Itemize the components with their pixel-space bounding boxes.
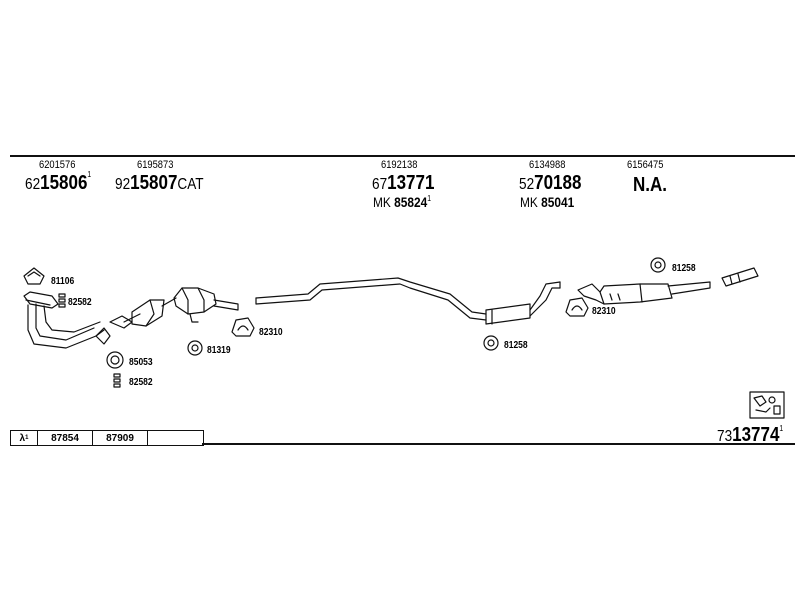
table-cell <box>148 431 203 445</box>
part-number: 5270188 <box>519 172 582 194</box>
table-cell: 87854 <box>38 431 93 445</box>
gasket-icon <box>106 351 124 369</box>
part-label: 81106 <box>51 276 75 287</box>
rear-silencer-icon <box>577 281 711 305</box>
gasket-icon <box>23 267 45 285</box>
stud-icon <box>113 373 121 388</box>
part-label: 82310 <box>259 327 283 338</box>
tail-pipe-icon <box>721 267 759 287</box>
original-number: 6192138 <box>381 159 418 171</box>
table-cell: 87909 <box>93 431 148 445</box>
part-label: 82310 <box>592 306 616 317</box>
original-number: 6201576 <box>39 159 76 171</box>
stud-icon <box>58 293 66 308</box>
original-number: 6195873 <box>137 159 174 171</box>
not-available-label: N.A. <box>633 174 667 196</box>
catalytic-converter-icon <box>109 287 239 329</box>
fitting-kit-number: 73137741 <box>717 424 784 446</box>
clamp-icon <box>565 297 589 317</box>
mk-number: MK 85041 <box>520 194 575 210</box>
header-rule <box>10 155 795 157</box>
clamp-icon <box>231 317 255 337</box>
rubber-hanger-icon <box>483 335 499 351</box>
part-label: 85053 <box>129 357 153 368</box>
middle-silencer-icon <box>485 281 561 325</box>
part-label: 82582 <box>68 297 92 308</box>
clamp-icon <box>187 340 203 356</box>
part-label: 81319 <box>207 345 231 356</box>
part-label: 81258 <box>504 340 528 351</box>
part-label: 81258 <box>672 263 696 274</box>
part-label: 82582 <box>129 377 153 388</box>
fitting-kit-icon <box>749 391 785 419</box>
part-number: 6713771 <box>372 172 435 194</box>
part-number: 9215807CAT <box>115 172 204 194</box>
original-number: 6134988 <box>529 159 566 171</box>
footer-rule <box>202 443 795 445</box>
original-number: 6156475 <box>627 159 664 171</box>
front-pipe-icon <box>23 291 111 349</box>
mk-number: MK 858241 <box>373 194 432 210</box>
part-number: 62158061 <box>25 170 92 194</box>
middle-pipe-icon <box>255 277 487 321</box>
rubber-hanger-icon <box>650 257 666 273</box>
